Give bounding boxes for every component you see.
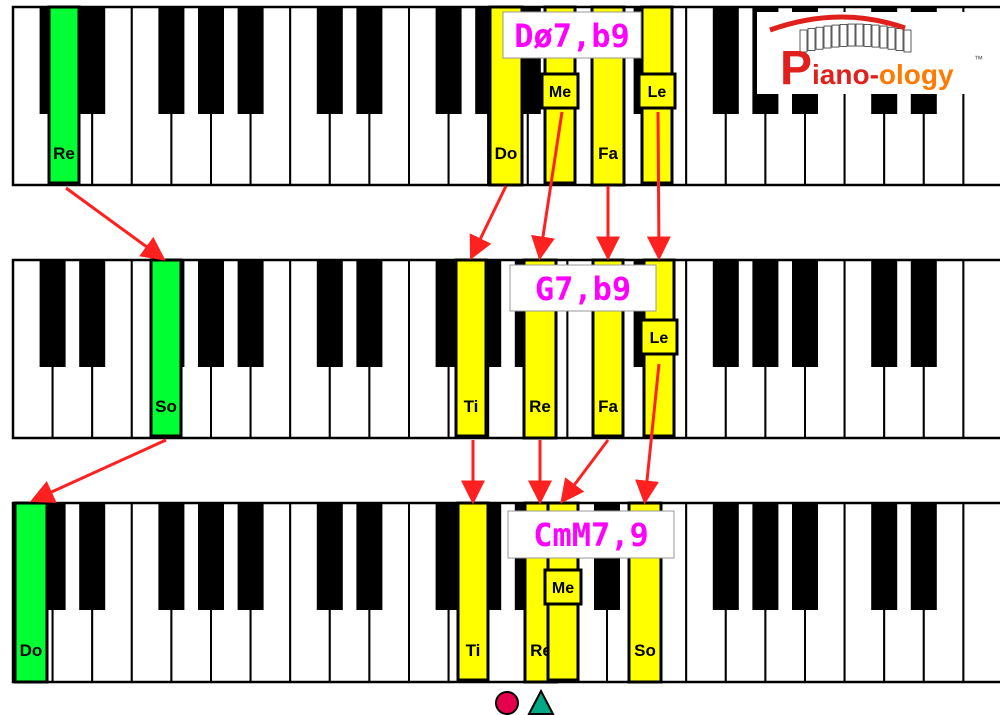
logo-key — [879, 25, 888, 49]
black-key — [356, 260, 383, 367]
black-key — [316, 260, 343, 367]
black-key — [910, 503, 937, 610]
logo-p: P — [780, 42, 812, 95]
logo-key — [895, 28, 904, 51]
black-key — [198, 7, 224, 114]
voice-leading-arrow — [560, 439, 610, 504]
voice-leading-arrow — [469, 185, 508, 261]
black-key — [356, 503, 383, 610]
black-key — [316, 503, 343, 610]
note-tag — [540, 72, 580, 110]
black-key — [356, 7, 383, 114]
keyboard-border — [11, 258, 1000, 440]
voice-leading-arrow — [29, 438, 167, 503]
chord-tone-key — [456, 501, 490, 682]
black-key — [198, 260, 224, 367]
black-key — [871, 260, 898, 367]
bass-note-key — [149, 258, 183, 438]
logo-key — [903, 29, 912, 53]
black-key — [752, 503, 779, 610]
logo-key — [839, 23, 848, 47]
black-key — [39, 260, 66, 367]
black-key — [158, 503, 185, 610]
note-label: Fa — [598, 144, 618, 163]
note-label: Me — [549, 84, 571, 101]
black-key — [316, 7, 343, 114]
logo-key — [863, 23, 872, 47]
note-label: Fa — [598, 397, 618, 416]
black-key — [158, 7, 185, 114]
logo-swoosh — [769, 14, 906, 33]
logo-key — [871, 24, 880, 48]
black-key — [792, 260, 818, 367]
note-label: Ti — [466, 641, 481, 660]
black-key — [237, 7, 264, 114]
logo-trademark: ™ — [974, 54, 983, 64]
note-label: Re — [530, 641, 552, 660]
note-label: So — [634, 641, 656, 660]
black-key — [792, 503, 818, 610]
voice-leading-arrow — [646, 111, 671, 261]
voice-leading-arrow — [635, 363, 661, 505]
black-key — [79, 7, 106, 114]
logo-key — [815, 26, 824, 50]
logo-text: Piano-ology — [780, 42, 954, 95]
logo-key — [799, 29, 808, 53]
black-key — [871, 503, 898, 610]
note-tag — [543, 568, 583, 606]
note-label: Le — [648, 84, 667, 101]
pianology-logo: Piano-ology ™ — [757, 12, 988, 95]
note-label: Re — [529, 397, 551, 416]
black-key — [79, 503, 106, 610]
logo-key — [807, 28, 816, 51]
bass-note-key — [13, 501, 49, 684]
note-label: Do — [495, 144, 518, 163]
note-tag — [637, 72, 677, 110]
black-key — [752, 260, 779, 367]
black-key — [712, 503, 739, 610]
black-key — [435, 7, 462, 114]
chord-label-box — [509, 264, 657, 312]
note-label: Me — [552, 580, 574, 597]
note-label: Le — [650, 330, 669, 347]
note-label: Ti — [464, 397, 479, 416]
bass-note-key — [47, 5, 81, 185]
chord-tone-key — [454, 258, 488, 438]
logo-piano: iano- — [812, 59, 879, 90]
black-key — [712, 7, 739, 114]
logo-key — [847, 23, 856, 47]
teal-triangle-marker — [527, 688, 555, 715]
black-key — [910, 260, 937, 367]
black-key — [79, 260, 106, 367]
chord-name: Dø7,b9 — [514, 17, 630, 55]
chord-label-box — [507, 510, 675, 559]
chord-name: G7,b9 — [535, 270, 631, 308]
bass-note-label: So — [155, 397, 177, 416]
pink-circle-marker — [495, 691, 519, 715]
keyboard-border — [11, 501, 1000, 684]
note-tag — [639, 318, 679, 356]
logo-key — [823, 25, 832, 49]
white-key — [962, 259, 1000, 439]
bass-note-label: Do — [20, 641, 43, 660]
logo-key — [855, 23, 864, 47]
logo-ology: ology — [879, 59, 954, 90]
keyboard-row-2: So Ti Re Fa Le G7,b9 — [11, 258, 1000, 440]
black-key — [237, 503, 264, 610]
logo-key — [831, 24, 840, 48]
black-key — [198, 503, 224, 610]
chord-label-box — [502, 11, 642, 59]
black-key — [712, 260, 739, 367]
voice-leading-arrow — [65, 186, 166, 261]
logo-key — [887, 26, 896, 50]
voice-leading-arrow — [531, 111, 564, 261]
white-key — [962, 502, 1000, 683]
chord-name: CmM7,9 — [533, 516, 649, 554]
black-key — [237, 260, 264, 367]
bass-note-label: Re — [53, 144, 75, 163]
